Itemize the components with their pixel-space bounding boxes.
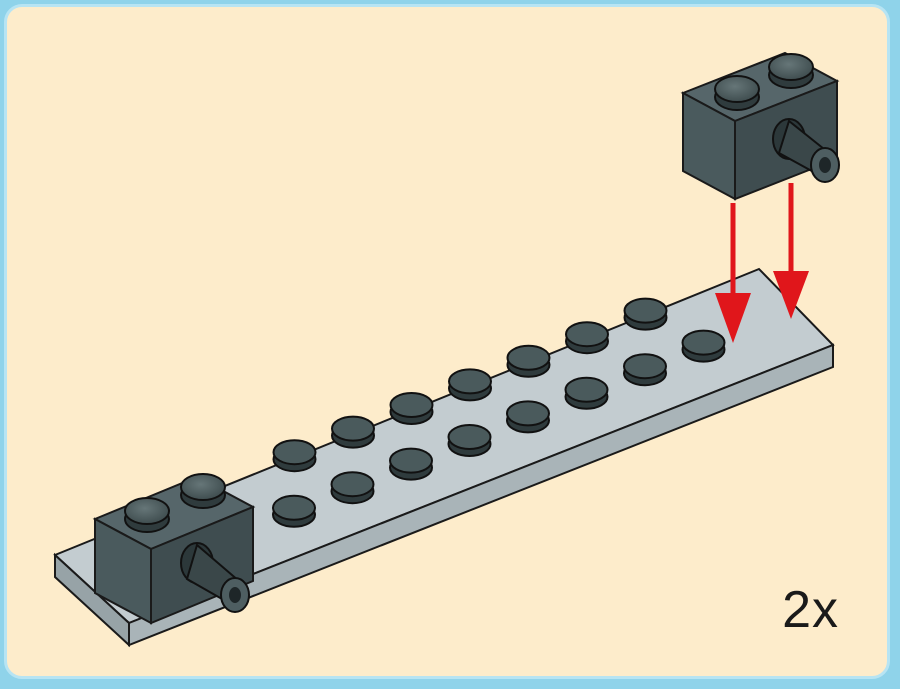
- plate-stud: [447, 424, 492, 457]
- plate-stud: [506, 400, 550, 434]
- falling-brick-with-pin: [680, 51, 840, 201]
- plate-stud: [272, 494, 316, 528]
- plate-stud: [681, 329, 726, 363]
- plate-stud: [623, 297, 668, 331]
- brick-stud: [124, 497, 170, 533]
- plate-stud: [272, 439, 317, 473]
- plate-stud: [565, 321, 609, 355]
- technic-pin: [772, 118, 840, 183]
- down-arrow-icon: [715, 203, 751, 343]
- plate-stud: [564, 376, 609, 410]
- instruction-panel: 2x: [4, 4, 890, 679]
- plate-studs: [272, 297, 726, 528]
- mounted-brick-with-pin: [92, 473, 256, 625]
- plate-stud: [389, 447, 433, 481]
- build-step-illustration: [53, 51, 840, 648]
- technic-pin: [180, 542, 250, 613]
- brick-stud: [180, 473, 226, 509]
- down-arrow-icon: [773, 183, 809, 319]
- plate-stud: [448, 368, 492, 402]
- plate-stud: [389, 392, 434, 425]
- plate-stud: [506, 344, 551, 378]
- plate-stud: [331, 415, 375, 449]
- brick-stud: [768, 53, 814, 89]
- brick-stud: [714, 75, 760, 111]
- plate-stud: [330, 471, 375, 505]
- quantity-label: 2x: [782, 581, 839, 639]
- plate-stud: [623, 353, 667, 387]
